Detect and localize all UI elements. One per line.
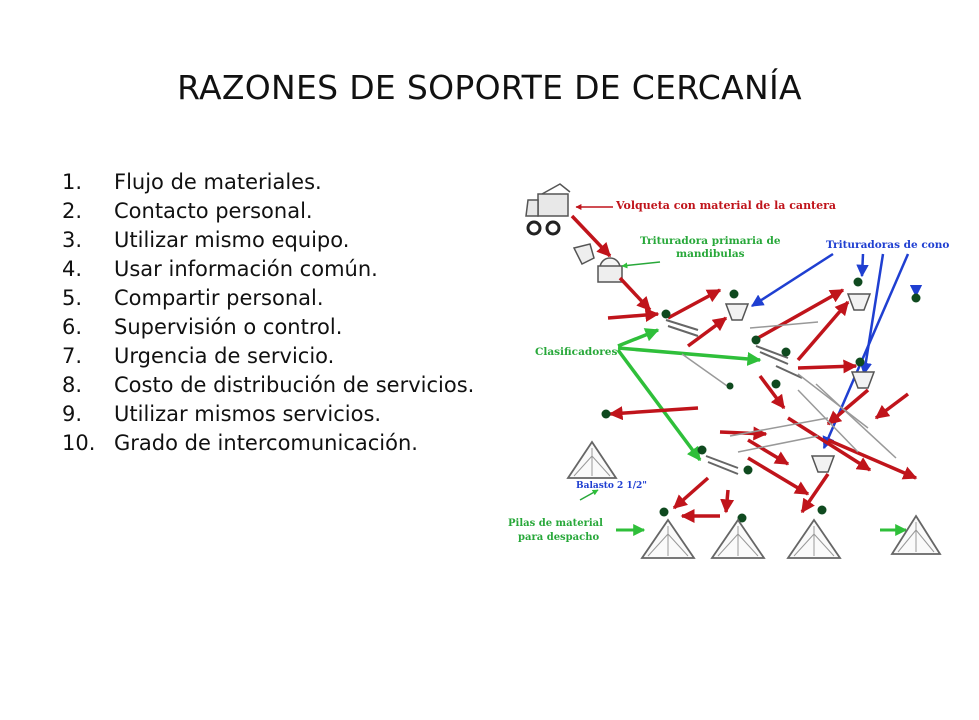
list-item-text: Flujo de materiales.: [114, 170, 322, 194]
list-item-text: Utilizar mismo equipo.: [114, 228, 350, 252]
cone-crusher-icons: [724, 293, 876, 473]
list-item: 2. Contacto personal.: [62, 199, 482, 224]
truck-label: Volqueta con material de la cantera: [615, 199, 836, 212]
list-item-text: Utilizar mismos servicios.: [114, 402, 382, 426]
list-item-text: Usar información común.: [114, 257, 378, 281]
list-item: 7. Urgencia de servicio.: [62, 344, 482, 369]
list-item: 10. Grado de intercomunicación.: [62, 431, 482, 456]
crushing-plant-diagram: Volqueta con material de la cantera Trit…: [498, 178, 956, 580]
primary-crusher-label-line2: mandibulas: [676, 248, 745, 260]
piles-label-line2: para despacho: [518, 532, 600, 543]
node-dots: [601, 277, 921, 523]
list-item-number: 5.: [62, 286, 83, 310]
truck-icon: [525, 183, 571, 236]
list-item-number: 7.: [62, 344, 83, 368]
list-item-number: 4.: [62, 257, 83, 281]
classifiers-label: Clasificadores: [535, 346, 617, 358]
list-item-number: 10.: [62, 431, 96, 455]
list-item-text: Costo de distribución de servicios.: [114, 373, 475, 397]
list-item: 5. Compartir personal.: [62, 286, 482, 311]
primary-crusher-icon: [572, 243, 623, 283]
cone-crushers-label: Trituradoras de cono: [826, 239, 949, 251]
list-item: 9. Utilizar mismos servicios.: [62, 402, 482, 427]
list-item: 1. Flujo de materiales.: [62, 170, 482, 195]
list-item: 4. Usar información común.: [62, 257, 482, 282]
list-item: 3. Utilizar mismo equipo.: [62, 228, 482, 253]
list-item-number: 8.: [62, 373, 83, 397]
list-item-number: 9.: [62, 402, 83, 426]
list-item-text: Urgencia de servicio.: [114, 344, 335, 368]
list-item-text: Supervisión o control.: [114, 315, 343, 339]
list-item-text: Grado de intercomunicación.: [114, 431, 418, 455]
list-item: 8. Costo de distribución de servicios.: [62, 373, 482, 398]
primary-crusher-label-line1: Trituradora primaria de: [640, 235, 781, 247]
crushing-plant-svg: Volqueta con material de la cantera Trit…: [508, 183, 949, 559]
slide-title: RAZONES DE SOPORTE DE CERCANÍA: [177, 68, 802, 107]
list-item: 6. Supervisión o control.: [62, 315, 482, 340]
list-item-number: 3.: [62, 228, 83, 252]
screens-icon: [665, 319, 897, 475]
list-item-text: Compartir personal.: [114, 286, 324, 310]
list-item-number: 6.: [62, 315, 83, 339]
reasons-list: 1. Flujo de materiales. 2. Contacto person…: [62, 170, 482, 460]
list-item-text: Contacto personal.: [114, 199, 313, 223]
ballast-label: Balasto 2 1/2": [576, 481, 647, 491]
list-item-number: 1.: [62, 170, 83, 194]
piles-label-line1: Pilas de material: [508, 518, 603, 529]
stockpile-icons: [566, 440, 942, 559]
list-item-number: 2.: [62, 199, 83, 223]
